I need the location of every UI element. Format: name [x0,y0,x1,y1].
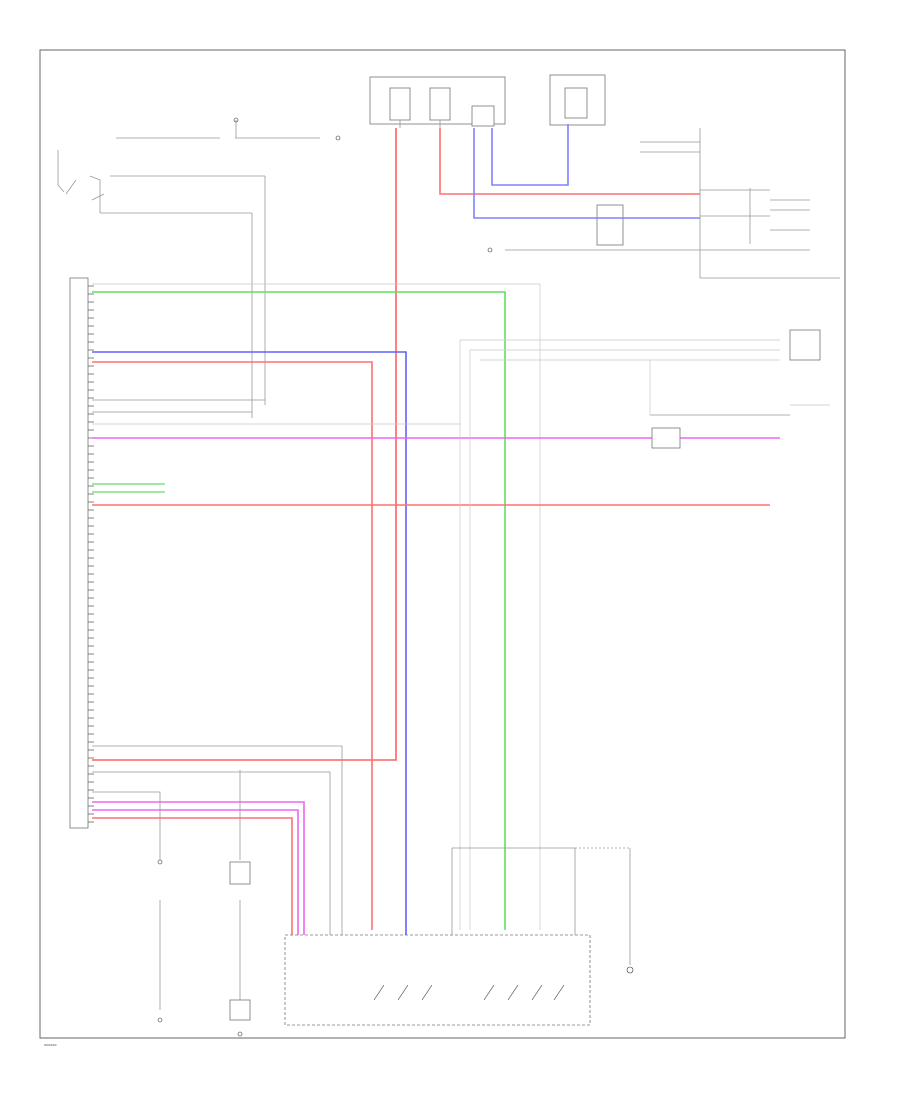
ground-symbols [157,1017,243,1037]
wire-red-main [92,128,397,761]
wire-red-top [439,128,700,195]
wire-blue-top [473,128,700,219]
connector-group-right-top [487,128,840,279]
switch-contact [507,984,519,1001]
switch-contact [553,984,565,1001]
bottom-switch-block [284,847,634,1026]
switch-contact [373,984,385,1001]
switch-contact [531,984,543,1001]
wire-blue-main [92,351,407,940]
fuse-relay-block [369,76,506,128]
switch-contact [421,984,433,1001]
diagram-ref-code: W00000 [44,1043,57,1047]
wire-gray-green-upper [92,283,541,930]
wire-green [92,291,506,930]
diagram-frame [39,49,846,1039]
gray-lower-wires [92,399,460,935]
switch-contact [483,984,495,1001]
wire-red-mid [92,361,373,930]
connector-group-right-mid [459,329,830,930]
relay-section-top-left [57,117,341,418]
sensor-group-lower-left [92,770,251,1021]
wire-red-lower-2 [92,817,293,935]
wire-magenta-lower-1 [92,801,305,935]
wire-magenta-lower-2 [92,809,299,935]
wire-blue-relay [491,124,569,186]
switch-contact [397,984,409,1001]
ecu-connector-strip [69,277,94,829]
relay-block-top-right [549,74,606,126]
